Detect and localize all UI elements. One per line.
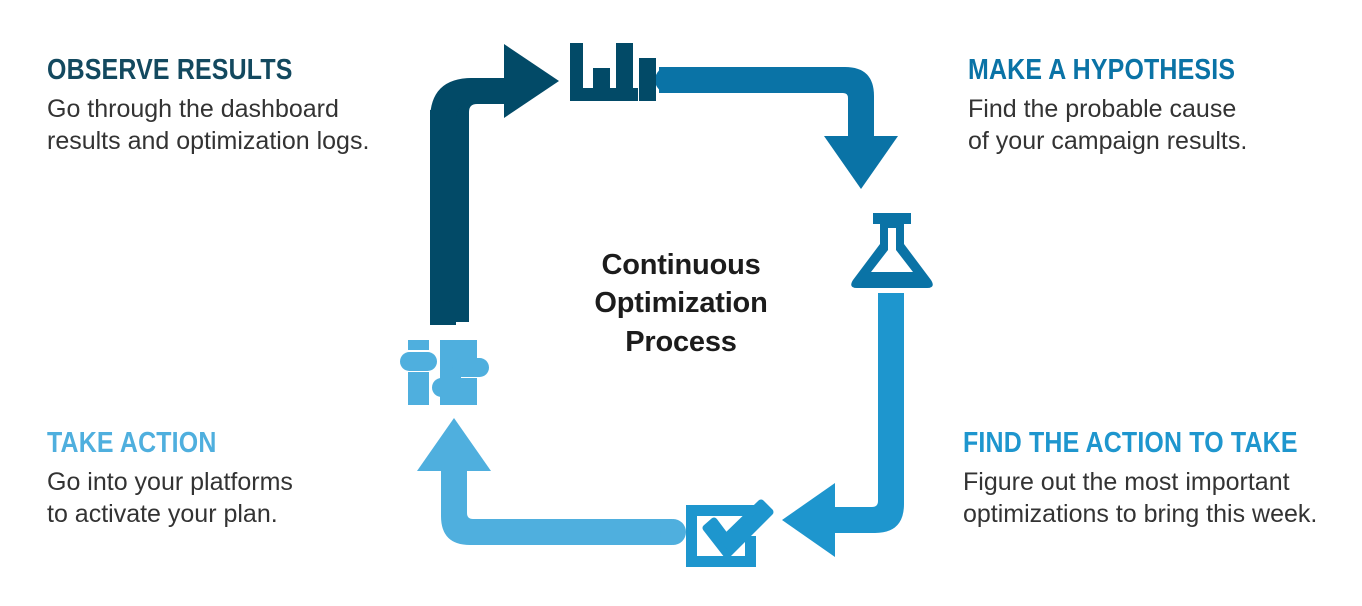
step-heading-take-action: TAKE ACTION	[47, 427, 217, 459]
arrow-up-right	[430, 44, 559, 325]
arrow-left-up	[417, 418, 686, 545]
center-title-line-1: Continuous	[601, 249, 761, 281]
center-title: Continuous Optimization Process	[521, 246, 841, 361]
sliders-icon	[400, 340, 489, 405]
center-title-line-3: Process	[625, 325, 737, 358]
step-take-action: TAKE ACTION Go into your platforms to ac…	[47, 428, 427, 530]
step-body-take-action: Go into your platforms to activate your …	[47, 468, 293, 528]
step-observe-results: OBSERVE RESULTS Go through the dashboard…	[47, 55, 437, 157]
center-title-line-2: Optimization	[594, 287, 768, 320]
checkbox-check-icon	[686, 499, 774, 567]
step-find-the-action-to-take: FIND THE ACTION TO TAKE Figure out the m…	[963, 428, 1358, 530]
step-heading-find-the-action-to-take: FIND THE ACTION TO TAKE	[963, 427, 1298, 459]
step-body-make-a-hypothesis: Find the probable cause of your campaign…	[968, 95, 1248, 155]
step-body-observe-results: Go through the dashboard results and opt…	[47, 95, 370, 155]
step-heading-make-a-hypothesis: MAKE A HYPOTHESIS	[968, 54, 1236, 86]
flask-icon	[851, 213, 933, 288]
arrow-right-down	[655, 67, 898, 189]
bar-chart-icon	[570, 43, 656, 101]
step-body-find-the-action-to-take: Figure out the most important optimizati…	[963, 468, 1318, 528]
step-heading-observe-results: OBSERVE RESULTS	[47, 54, 293, 86]
arrow-down-left	[782, 293, 904, 557]
step-make-a-hypothesis: MAKE A HYPOTHESIS Find the probable caus…	[968, 55, 1348, 157]
